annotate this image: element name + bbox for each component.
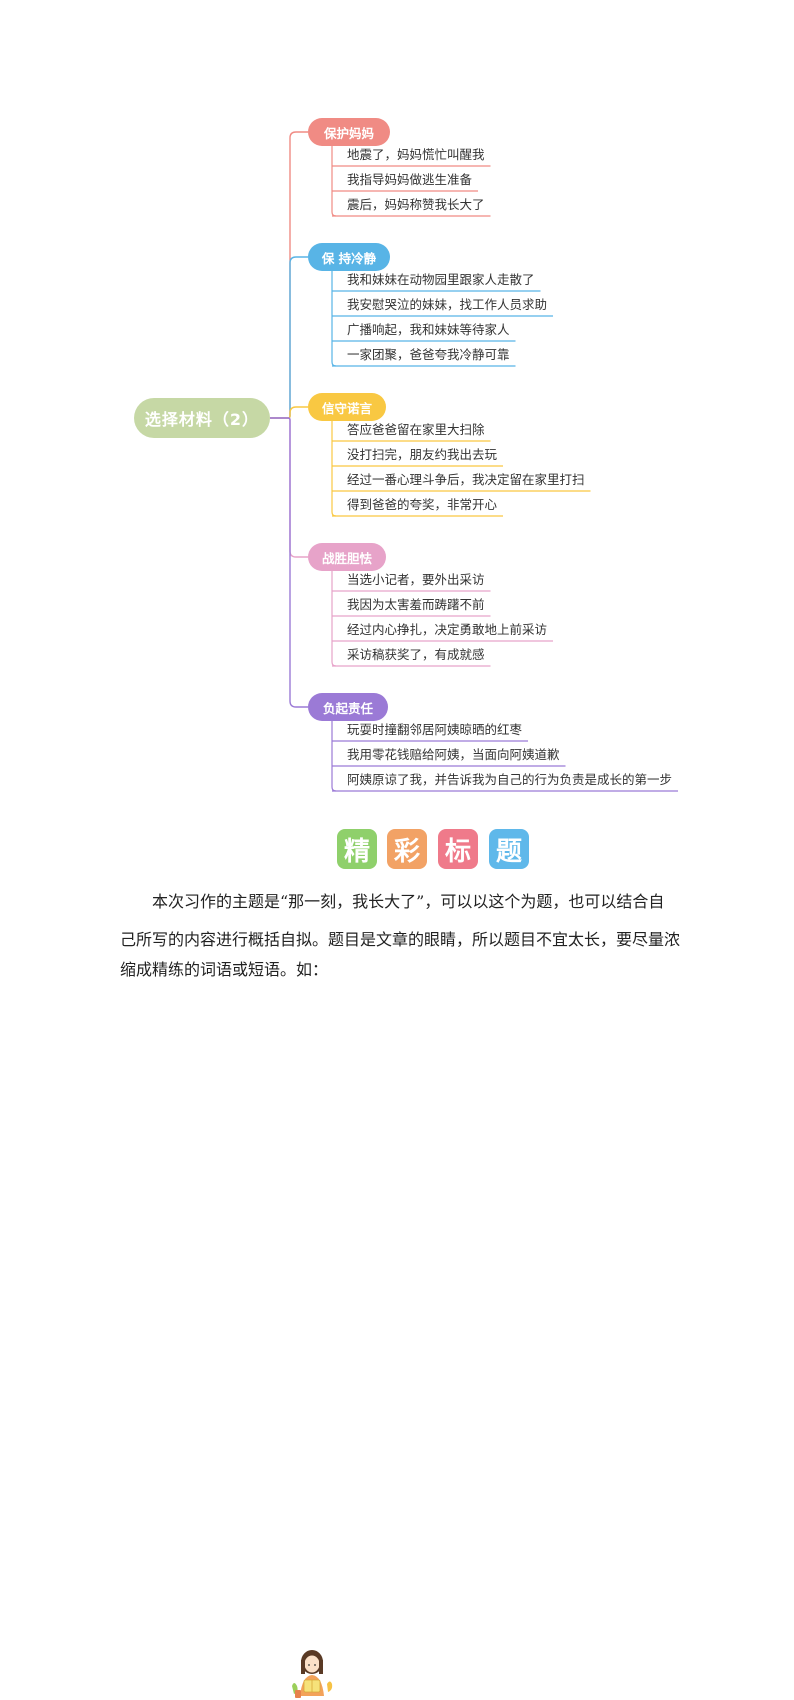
paragraph-line-2: 己所写的内容进行概括自拟。题目是文章的眼睛，所以题目不宜太长，要尽量浓 (120, 930, 681, 949)
category-1-item-2[interactable]: 我指导妈妈做逃生准备 (347, 172, 473, 187)
category-2-item-1[interactable]: 我和妹妹在动物园里跟家人走散了 (347, 272, 535, 287)
category-node-3[interactable]: 信守诺言 (308, 393, 386, 421)
category-3-item-4[interactable]: 得到爸爸的夸奖，非常开心 (347, 497, 498, 512)
category-5-item-2[interactable]: 我用零花钱赔给阿姨，当面向阿姨道歉 (347, 747, 560, 762)
category-node-4[interactable]: 战胜胆怯 (308, 543, 386, 571)
category-4-item-4[interactable]: 采访稿获奖了，有成就感 (347, 647, 485, 662)
section-heading: 精彩标题 (0, 822, 794, 1698)
category-node-2[interactable]: 保 持冷静 (308, 243, 390, 271)
category-4-item-2[interactable]: 我因为太害羞而踌躇不前 (347, 597, 485, 612)
category-4-item-1[interactable]: 当选小记者，要外出采访 (347, 572, 485, 587)
girl-reading-icon (292, 1650, 333, 1698)
heading-char-3: 标 (438, 829, 478, 869)
heading-char-4: 题 (489, 829, 529, 869)
category-1-item-1[interactable]: 地震了，妈妈慌忙叫醒我 (347, 147, 485, 162)
category-2-item-3[interactable]: 广播响起，我和妹妹等待家人 (347, 322, 510, 337)
category-4-item-3[interactable]: 经过内心挣扎，决定勇敢地上前采访 (347, 622, 548, 637)
category-5-item-1[interactable]: 玩耍时撞翻邻居阿姨晾晒的红枣 (347, 722, 523, 737)
category-node-5[interactable]: 负起责任 (308, 693, 388, 721)
mindmap-connectors (270, 131, 679, 792)
category-2-item-4[interactable]: 一家团聚，爸爸夸我冷静可靠 (347, 347, 510, 362)
paragraph-line-1: 本次习作的主题是“那一刻，我长大了”，可以以这个为题，也可以结合自 (152, 892, 665, 911)
heading-char-2: 彩 (387, 829, 427, 869)
category-3-item-3[interactable]: 经过一番心理斗争后，我决定留在家里打扫 (347, 472, 585, 487)
heading-char-1: 精 (337, 829, 377, 869)
category-1-item-3[interactable]: 震后，妈妈称赞我长大了 (347, 197, 485, 212)
category-3-item-2[interactable]: 没打扫完，朋友约我出去玩 (347, 447, 498, 462)
paragraph-line-3: 缩成精练的词语或短语。如： (120, 960, 329, 979)
category-node-1[interactable]: 保护妈妈 (308, 118, 390, 146)
mindmap-root-node[interactable]: 选择材料（2） (134, 398, 270, 438)
category-3-item-1[interactable]: 答应爸爸留在家里大扫除 (347, 422, 485, 437)
category-2-item-2[interactable]: 我安慰哭泣的妹妹，找工作人员求助 (347, 297, 548, 312)
category-5-item-3[interactable]: 阿姨原谅了我，并告诉我为自己的行为负责是成长的第一步 (347, 772, 673, 787)
